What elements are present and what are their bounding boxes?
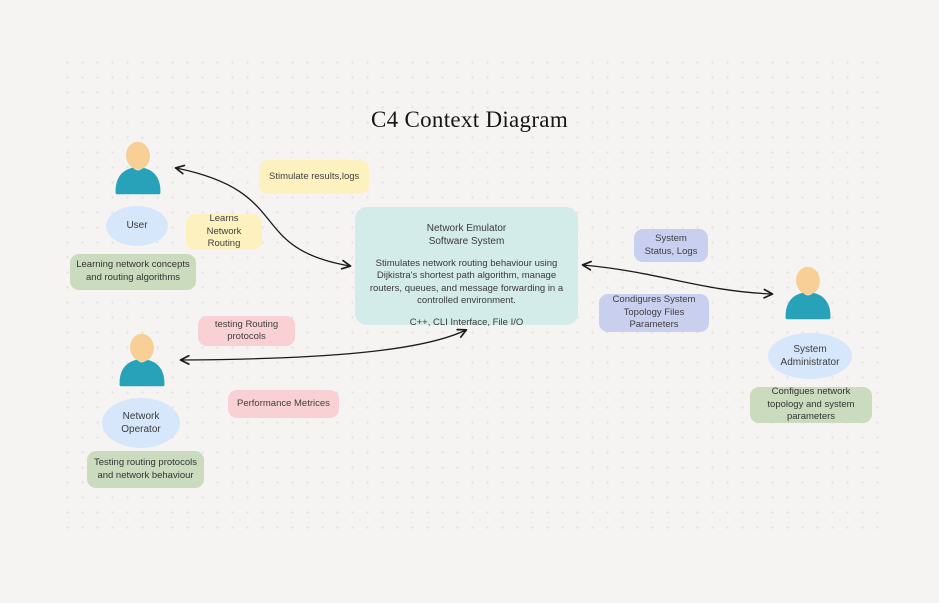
label-configures-system-topology[interactable]: Condigures System Topology Files Paramet… — [599, 294, 709, 332]
system-administrator-person-icon[interactable] — [780, 261, 836, 327]
system-administrator-description-text: Configues network topology and system pa… — [767, 385, 855, 423]
network-operator-actor-label: Network Operator — [121, 410, 161, 436]
system-administrator-description-box[interactable]: Configues network topology and system pa… — [750, 385, 872, 423]
label-learns-network-routing[interactable]: Learns Network Routing — [186, 213, 262, 250]
arrow-system-admin — [581, 260, 774, 299]
system-name: Network Emulator Software System — [426, 223, 507, 247]
user-description-text: Learning network concepts and routing al… — [76, 259, 190, 283]
user-actor-label: User — [126, 220, 148, 232]
system-description: Stimulates network routing behaviour usi… — [369, 258, 564, 307]
network-operator-description-text: Testing routing protocols and network be… — [94, 456, 197, 481]
label-performance-metrics[interactable]: Performance Metrices — [228, 390, 339, 418]
user-person-icon[interactable] — [110, 136, 166, 202]
label-stimulate-results[interactable]: Stimulate results,logs — [259, 160, 370, 194]
diagram-title: C4 Context Diagram — [370, 107, 569, 132]
network-operator-actor-node[interactable]: Network Operator — [102, 398, 180, 448]
label-system-status-logs[interactable]: System Status, Logs — [634, 229, 708, 262]
system-administrator-actor-label: System Administrator — [780, 343, 840, 369]
system-node[interactable]: Network Emulator Software System Stimula… — [355, 207, 578, 329]
system-technology: C++, CLI Interface, File I/O — [409, 317, 524, 329]
network-operator-person-icon[interactable] — [114, 328, 170, 394]
user-description-box[interactable]: Learning network concepts and routing al… — [70, 254, 196, 290]
network-operator-description-box[interactable]: Testing routing protocols and network be… — [87, 451, 204, 488]
user-actor-node[interactable]: User — [106, 206, 168, 246]
system-administrator-actor-node[interactable]: System Administrator — [768, 333, 852, 379]
label-testing-routing-protocols[interactable]: testing Routing protocols — [198, 316, 295, 346]
